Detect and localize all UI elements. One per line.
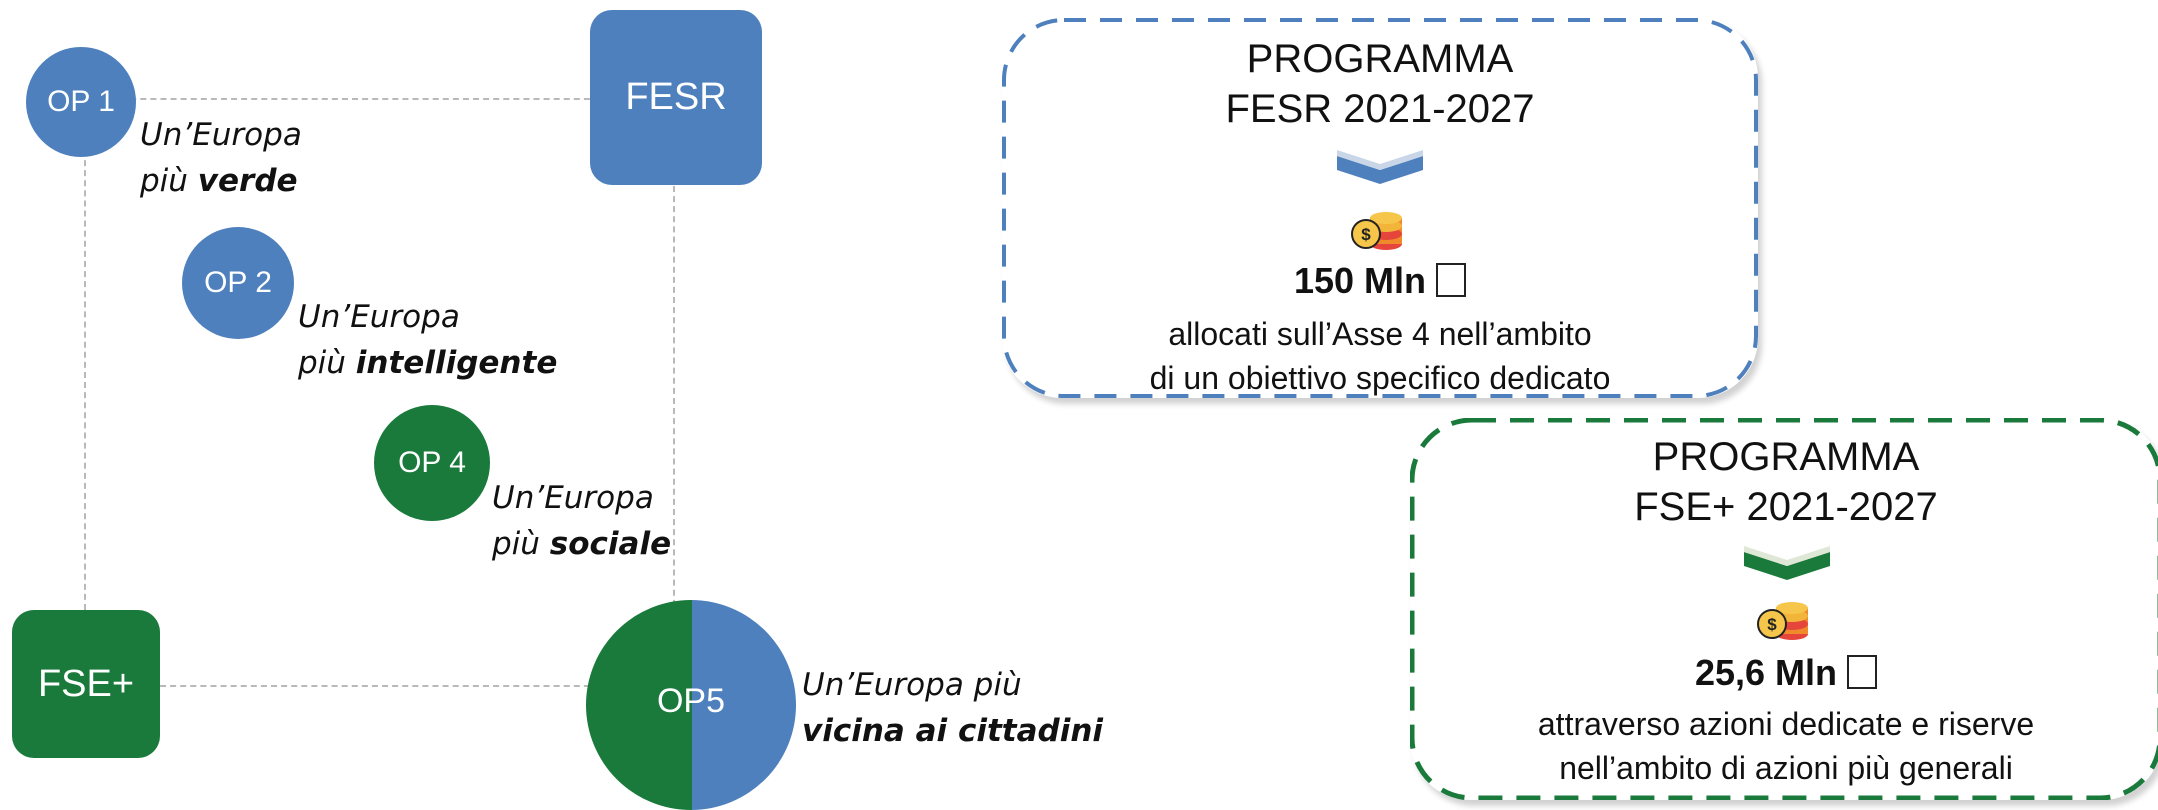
op1-description: Un’Europa più verde	[140, 112, 302, 204]
fesr-programme-box: PROGRAMMA FESR 2021-2027 $ 150 Mln alloc…	[1002, 18, 1758, 398]
op5-text-line1: Un’Europa più	[802, 667, 1022, 703]
fse-square: FSE+	[12, 610, 160, 758]
connector-op1-fesr	[100, 98, 600, 100]
op1-text-line1: Un’Europa	[140, 117, 302, 153]
fse-title-line1: PROGRAMMA	[1652, 435, 1920, 479]
fesr-description: allocati sull’Asse 4 nell’ambito di un o…	[1002, 312, 1758, 400]
fesr-amount: 150 Mln	[1293, 260, 1427, 301]
fesr-label: FESR	[625, 76, 727, 118]
fse-box-border	[1410, 418, 2158, 800]
op4-circle: OP 4	[374, 405, 490, 521]
fesr-amount-row: 150 Mln	[1002, 260, 1758, 302]
fesr-square: FESR	[590, 10, 762, 185]
op1-label: OP 1	[47, 85, 115, 118]
op1-text-pre: più	[140, 163, 198, 199]
op4-text-line1: Un’Europa	[492, 480, 654, 516]
euro-placeholder-icon	[1436, 263, 1467, 297]
fesr-title-line1: PROGRAMMA	[1246, 37, 1514, 81]
op2-description: Un’Europa più intelligente	[298, 294, 557, 386]
op5-text-bold: vicina ai cittadini	[802, 713, 1104, 749]
op2-circle: OP 2	[182, 227, 294, 339]
fesr-title-line2: FESR 2021-2027	[1225, 87, 1535, 131]
coins-icon: $	[1757, 602, 1808, 640]
fesr-desc-line2: di un obiettivo specifico dedicato	[1149, 360, 1611, 396]
fse-chevron-down-icon	[1744, 546, 1830, 580]
euro-placeholder-icon	[1847, 655, 1878, 689]
op2-text-pre: più	[298, 345, 356, 381]
op5-circle: OP5	[586, 600, 796, 810]
fse-programme-box: PROGRAMMA FSE+ 2021-2027 $ 25,6 Mln attr…	[1410, 418, 2158, 800]
fse-amount: 25,6 Mln	[1694, 652, 1838, 693]
op1-circle: OP 1	[26, 47, 136, 157]
op5-description: Un’Europa più vicina ai cittadini	[802, 662, 1103, 754]
fesr-title: PROGRAMMA FESR 2021-2027	[1002, 34, 1758, 134]
op4-description: Un’Europa più sociale	[492, 475, 671, 567]
op4-label: OP 4	[398, 446, 466, 479]
op5-green-half	[586, 600, 692, 810]
fse-label: FSE+	[37, 662, 135, 705]
op4-text-bold: sociale	[549, 526, 672, 562]
op4-text-pre: più	[492, 526, 550, 562]
connector-op1-fse	[84, 150, 86, 610]
connector-fesr-op5	[673, 186, 675, 626]
fse-description: attraverso azioni dedicate e riserve nel…	[1410, 702, 2158, 790]
fse-desc-line1: attraverso azioni dedicate e riserve	[1537, 706, 2035, 742]
svg-text:$: $	[1767, 615, 1777, 634]
connector-fse-op5	[160, 685, 600, 687]
coins-icon: $	[1351, 212, 1402, 250]
op1-text-bold: verde	[197, 163, 298, 199]
op2-label: OP 2	[204, 266, 272, 299]
fse-amount-row: 25,6 Mln	[1410, 652, 2158, 694]
svg-text:$: $	[1361, 225, 1371, 244]
op2-text-line1: Un’Europa	[298, 299, 460, 335]
fse-title: PROGRAMMA FSE+ 2021-2027	[1410, 432, 2158, 532]
op2-text-bold: intelligente	[355, 345, 558, 381]
op5-label: OP5	[656, 682, 726, 720]
op5-blue-half	[692, 600, 796, 810]
fesr-chevron-down-icon	[1337, 150, 1423, 184]
fesr-desc-line1: allocati sull’Asse 4 nell’ambito	[1168, 316, 1592, 352]
fse-desc-line2: nell’ambito di azioni più generali	[1559, 750, 2013, 786]
fse-title-line2: FSE+ 2021-2027	[1634, 485, 1938, 529]
